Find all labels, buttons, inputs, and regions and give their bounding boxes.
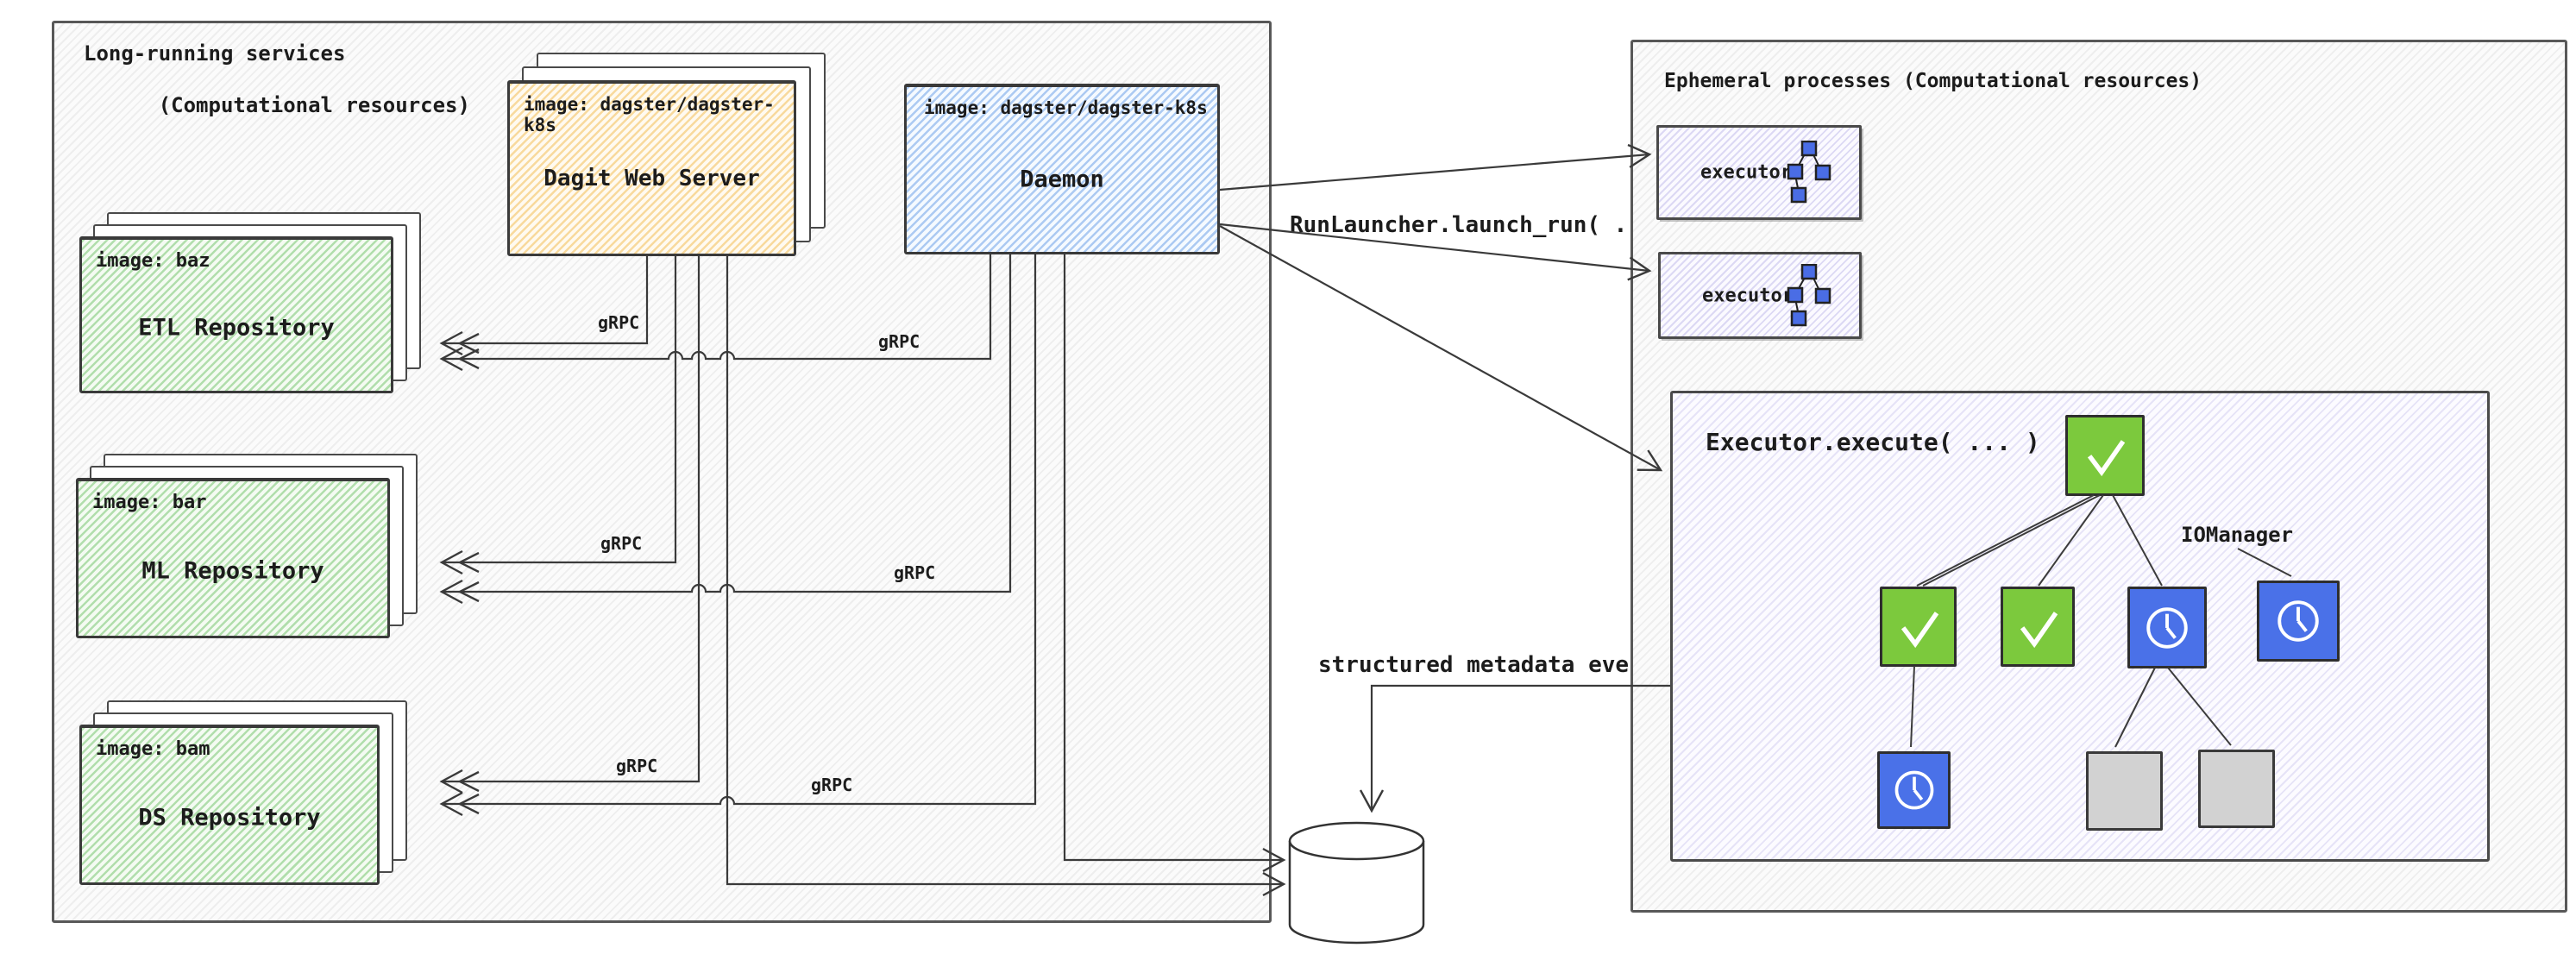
- etl-repository-box: image: baz ETL Repository: [79, 236, 393, 393]
- grpc-label: gRPC: [811, 775, 853, 795]
- op-node-pending: [2198, 750, 2275, 828]
- ml-repository-box: image: bar ML Repository: [76, 478, 390, 638]
- grpc-label: gRPC: [600, 533, 643, 554]
- ds-repository-box: image: bam DS Repository: [79, 725, 380, 885]
- op-node-waiting: [2257, 581, 2340, 662]
- ml-image-label: image: bar: [92, 492, 207, 513]
- ds-image-label: image: bam: [96, 738, 210, 760]
- dagit-web-server-stack: image: dagster/dagster-k8s Dagit Web Ser…: [507, 53, 826, 256]
- dagit-web-server-box: image: dagster/dagster-k8s Dagit Web Ser…: [507, 80, 796, 256]
- wire-metadata-database: [1359, 684, 1670, 813]
- executor-label: executor: [1702, 285, 1794, 306]
- database-cylinder: [1288, 821, 1425, 945]
- run-launcher-label: RunLauncher.launch_run( ... ): [1290, 212, 1681, 238]
- left-panel-title: Long-running services (Computational res…: [84, 41, 470, 144]
- op-node-success: [2065, 415, 2145, 496]
- daemon-title: Daemon: [1020, 166, 1104, 193]
- ds-repository-title: DS Repository: [138, 804, 321, 832]
- daemon-box: image: dagster/dagster-k8s Daemon: [904, 84, 1220, 254]
- dagit-web-server-title: Dagit Web Server: [543, 166, 760, 192]
- etl-repository-stack: image: baz ETL Repository: [79, 212, 421, 393]
- check-icon: [2087, 440, 2126, 477]
- grpc-label: gRPC: [894, 562, 936, 583]
- ds-repository-stack: image: bam DS Repository: [79, 700, 407, 885]
- etl-image-label: image: baz: [96, 250, 210, 272]
- op-node-waiting: [2127, 587, 2207, 668]
- right-panel-title: Ephemeral processes (Computational resou…: [1664, 70, 2202, 92]
- grpc-label: gRPC: [878, 331, 920, 352]
- ml-repository-title: ML Repository: [141, 557, 324, 585]
- ml-repository-stack: image: bar ML Repository: [76, 454, 418, 638]
- check-icon: [1901, 611, 1938, 648]
- op-node-success: [1880, 587, 1957, 667]
- left-panel-title-line2: (Computational resources): [158, 93, 470, 117]
- dag-icon: [1785, 141, 1838, 204]
- executor-execute-title: Executor.execute( ... ): [1706, 428, 2040, 456]
- metadata-events-label: structured metadata events: [1318, 652, 1669, 678]
- iomanager-label: IOManager: [2181, 523, 2294, 547]
- op-node-success: [2001, 587, 2075, 667]
- check-icon: [2020, 611, 2058, 648]
- op-node-waiting: [1877, 751, 1951, 829]
- left-panel-title-line1: Long-running services: [84, 41, 346, 66]
- clock-icon: [2278, 600, 2319, 642]
- op-node-pending: [2086, 751, 2163, 831]
- executor-label: executor: [1700, 161, 1792, 184]
- grpc-label: gRPC: [598, 312, 640, 333]
- daemon-image-label: image: dagster/dagster-k8s: [924, 97, 1208, 118]
- executor-execute-box: Executor.execute( ... ) IOManager: [1670, 391, 2490, 862]
- etl-repository-title: ETL Repository: [138, 314, 335, 341]
- executor-box-2: executor: [1658, 252, 1862, 339]
- dag-icon: [1785, 263, 1838, 328]
- database-label: Database: [1314, 888, 1399, 911]
- wire-daemon-execute-box: [1219, 225, 1663, 472]
- executor-box-1: executor: [1656, 125, 1862, 220]
- clock-icon: [2146, 606, 2188, 649]
- grpc-label: gRPC: [616, 756, 658, 776]
- dagit-image-label: image: dagster/dagster-k8s: [524, 94, 775, 135]
- clock-icon: [1894, 770, 1933, 810]
- wire-daemon-executor1: [1219, 143, 1652, 191]
